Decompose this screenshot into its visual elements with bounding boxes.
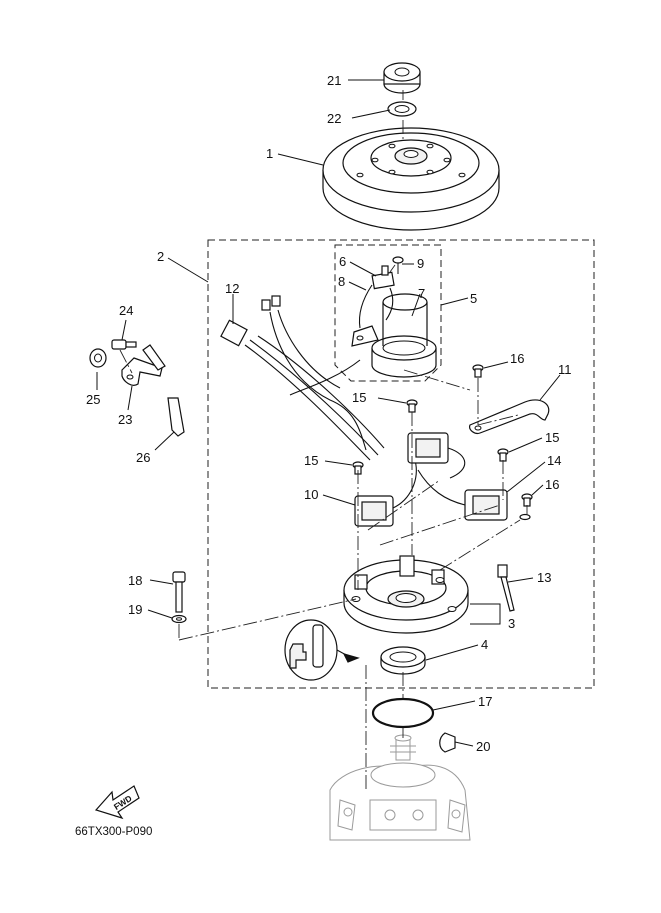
part-14-lighting-coil <box>417 469 508 521</box>
part-9-screw <box>392 256 404 274</box>
callout-16-b: 16 <box>545 477 559 492</box>
callout-21: 21 <box>327 73 341 88</box>
part-25-grommet <box>89 348 107 368</box>
callout-1: 1 <box>266 146 273 161</box>
assembly-boundary-5 <box>334 244 442 382</box>
callout-15-b: 15 <box>545 430 559 445</box>
callout-23: 23 <box>118 412 132 427</box>
callout-26: 26 <box>136 450 150 465</box>
grease-symbol <box>284 619 360 681</box>
part-18-bolt <box>172 571 186 613</box>
callout-10: 10 <box>304 487 318 502</box>
part-23-clamp <box>121 344 166 386</box>
callout-24: 24 <box>119 303 133 318</box>
callout-17: 17 <box>478 694 492 709</box>
part-19-washer <box>171 614 187 624</box>
chain-lines <box>119 90 528 790</box>
callout-25: 25 <box>86 392 100 407</box>
part-15-screw-a <box>406 399 418 413</box>
part-11-bracket <box>469 399 550 435</box>
part-21-nut <box>383 62 421 94</box>
callout-9: 9 <box>417 256 424 271</box>
part-20-plug <box>439 732 456 753</box>
drawing-code: 66TX300-P090 <box>75 826 152 838</box>
part-24-bolt <box>111 339 137 350</box>
part-6-switch <box>358 265 395 329</box>
part-16-screw-b <box>519 493 533 521</box>
part-22-washer <box>387 101 417 117</box>
callout-16-a: 16 <box>510 351 524 366</box>
callout-20: 20 <box>476 739 490 754</box>
callout-15-c: 15 <box>304 453 318 468</box>
callout-13: 13 <box>537 570 551 585</box>
callout-22: 22 <box>327 111 341 126</box>
part-12-harness <box>220 295 385 461</box>
crankcase <box>329 734 471 841</box>
callout-14: 14 <box>547 453 561 468</box>
part-4-oil-seal <box>380 646 426 675</box>
callout-7: 7 <box>418 286 425 301</box>
part-3-stator-base <box>343 555 469 634</box>
callout-19: 19 <box>128 602 142 617</box>
assembly-boundary-2 <box>207 239 595 689</box>
callout-18: 18 <box>128 573 142 588</box>
part-coil-upper <box>407 432 466 479</box>
callout-5: 5 <box>470 291 477 306</box>
part-1-flywheel <box>322 127 500 231</box>
part-10-charge-coil <box>354 459 417 527</box>
part-26-clip <box>167 397 185 437</box>
part-16-screw-a <box>472 364 484 378</box>
callout-12: 12 <box>225 281 239 296</box>
callout-6: 6 <box>339 254 346 269</box>
leader-lines <box>96 79 561 747</box>
fwd-arrow: FWD <box>94 785 140 820</box>
callout-4: 4 <box>481 637 488 652</box>
part-7-coil <box>351 293 437 378</box>
callout-11: 11 <box>558 362 572 377</box>
callout-15-a: 15 <box>352 390 366 405</box>
part-15-screw-c <box>497 448 509 462</box>
callout-3: 3 <box>508 616 515 631</box>
part-13-cable-tie <box>497 564 515 612</box>
callout-2: 2 <box>157 249 164 264</box>
callout-8: 8 <box>338 274 345 289</box>
callouts: 21 22 1 2 6 9 8 7 5 12 16 11 15 15 15 14… <box>86 73 572 754</box>
part-17-o-ring <box>371 697 435 729</box>
